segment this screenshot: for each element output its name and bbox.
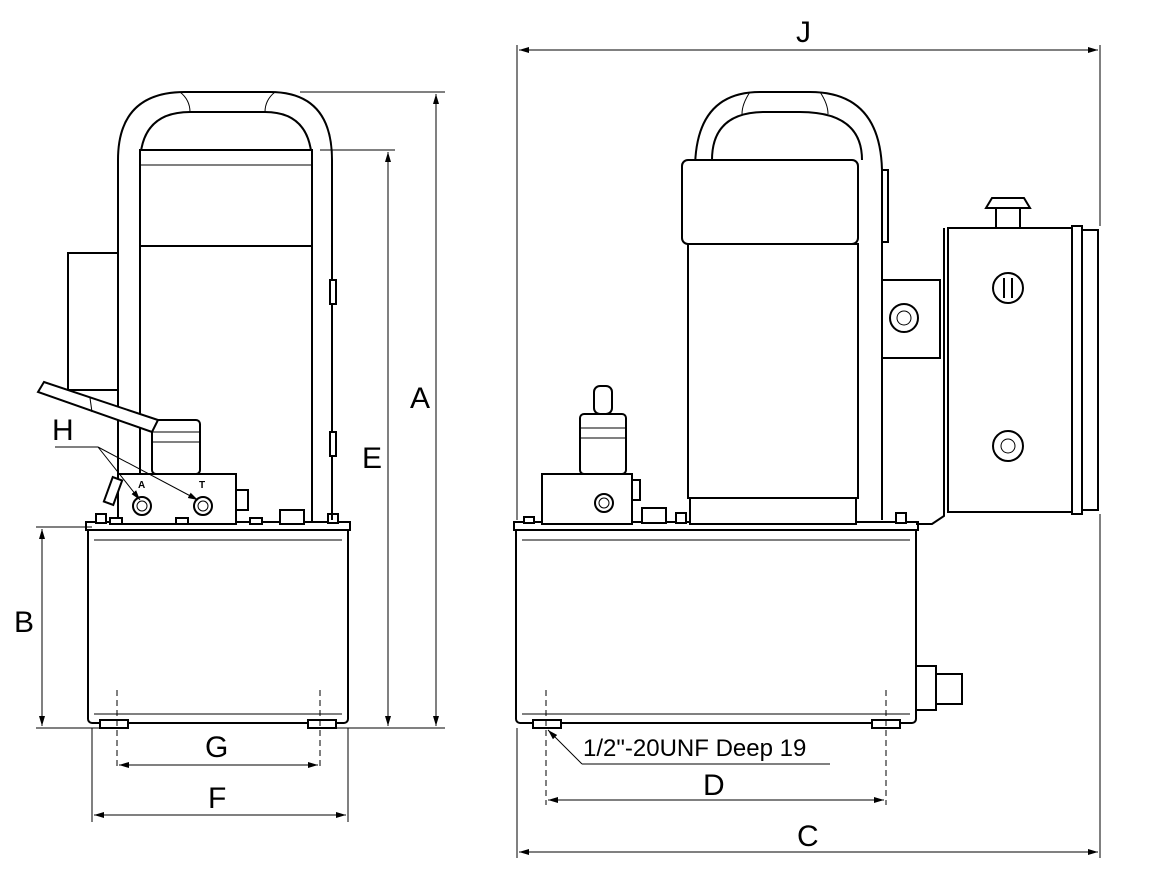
dim-label-b: B — [14, 606, 34, 639]
thread-note: 1/2"-20UNF Deep 19 — [583, 735, 806, 762]
port-a-label: A — [138, 480, 145, 491]
e-stop-button — [984, 197, 1032, 209]
dim-label-c: C — [797, 820, 819, 853]
front-valve-block — [541, 473, 633, 525]
dim-label-e: E — [362, 442, 382, 475]
side-view: A T — [36, 91, 351, 770]
port-t — [193, 496, 213, 516]
front-view — [513, 91, 1099, 805]
side-box — [67, 252, 119, 391]
side-foot-left — [99, 719, 129, 729]
dimensions: A E B G F H J D C 1/2"-20UNF Deep 19 — [14, 16, 1101, 858]
port-a — [132, 496, 152, 516]
dim-label-g: G — [205, 731, 228, 764]
front-motor-body — [687, 243, 859, 499]
front-tank — [515, 526, 917, 724]
dim-label-h: H — [52, 414, 74, 447]
side-foot-right — [307, 719, 337, 729]
dim-label-d: D — [703, 769, 725, 802]
selector-switch — [992, 272, 1024, 304]
dim-label-a: A — [410, 382, 430, 415]
port-t-label: T — [199, 480, 205, 491]
side-valve-head — [151, 419, 201, 475]
side-motor-cap — [139, 149, 313, 247]
dim-label-f: F — [208, 782, 226, 815]
front-motor-cap — [681, 159, 859, 245]
side-tank — [87, 526, 349, 724]
side-handle — [117, 91, 333, 520]
control-box — [947, 227, 1073, 513]
side-lever — [36, 380, 160, 434]
dim-label-j: J — [796, 16, 811, 49]
